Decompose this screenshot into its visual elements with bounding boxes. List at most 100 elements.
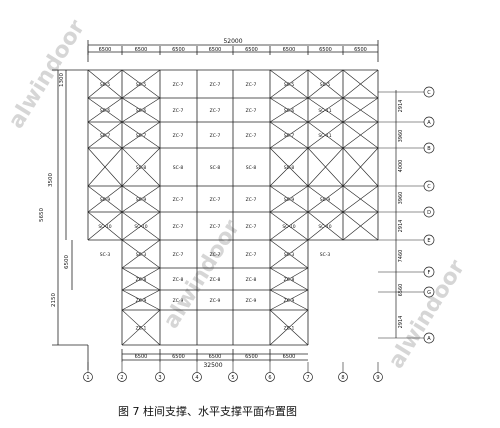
brace-label: ZC-7 [246,197,257,203]
top-bay-dim: 6500 [172,47,185,53]
brace-label: SC-9 [284,197,295,203]
brace-diagonal [342,147,379,187]
brace-label: SC-3 [320,252,331,258]
col-axis-bubble [155,372,165,382]
structural-grid [87,69,379,346]
brace-diagonal [87,69,123,99]
right-dim-text: 3960 [398,192,404,205]
brace-label: ZC-7 [246,133,257,139]
top-bay-dim: 6500 [99,47,112,53]
col-axis-bubble [228,372,238,382]
brace-diagonal [307,121,344,149]
row-axis-bubble [423,180,435,192]
brace-diagonal [269,121,309,149]
right-dim-text: 2914 [398,316,404,329]
col-axis-bubble [338,372,348,382]
cross-bracing [87,69,379,346]
left-dim-4: 2150 [51,293,57,307]
bottom-bay-dim: 6500 [135,354,148,360]
brace-diagonal [307,147,344,187]
brace-label: SC-7 [100,133,111,139]
brace-label: SC-3 [136,252,147,258]
row-axis-label: E [427,238,430,244]
bottom-bay-dim: 6500 [245,354,258,360]
brace-diagonal [121,147,161,187]
top-bay-dim: 6500 [245,47,258,53]
row-axis-bubble [423,286,435,298]
brace-diagonal [269,211,309,241]
brace-label: ZC-8 [210,277,221,283]
row-axis-label: D [427,210,431,216]
brace-label: ZC-8 [136,277,147,283]
brace-label: SC-8 [284,165,295,171]
right-dim-text: 2914 [398,220,404,233]
watermark-1: alwindoor [4,16,90,133]
watermark-2: alwindoor [159,216,245,333]
brace-diagonal [307,185,344,213]
brace-label: ZC-7 [173,133,184,139]
row-axis-label: C [427,184,431,190]
brace-label: ZC-7 [246,82,257,88]
top-bay-dim: 6500 [283,47,296,53]
brace-label: ZC-9 [173,298,184,304]
brace-diagonal [342,121,379,149]
top-bay-dim: 6500 [319,47,332,53]
row-axis-bubble [423,116,435,128]
brace-label: SC-11 [318,108,331,114]
col-axis-label: 9 [376,375,379,381]
right-dim-text: 7460 [398,250,404,263]
brace-label: ZC-7 [210,108,221,114]
brace-label: SC-7 [136,133,147,139]
brace-diagonal [121,309,161,346]
brace-label: ZC-7 [246,252,257,258]
brace-label: SC-7 [284,133,295,139]
brace-label: SC-3 [100,252,111,258]
brace-label: ZC-9 [210,298,221,304]
brace-diagonal [269,185,309,213]
bottom-total-dimension: 32500 [203,362,222,369]
brace-label: SC-10 [318,224,331,230]
brace-label: SC-6 [136,108,147,114]
brace-label: SC-9 [100,197,111,203]
brace-diagonal [342,97,379,123]
col-axis-label: 3 [158,375,161,381]
brace-label: ZC-7 [173,82,184,88]
brace-diagonal [269,239,309,269]
row-axis-bubble [423,86,435,98]
brace-label: SC-3 [284,252,295,258]
brace-diagonal [121,267,161,291]
brace-diagonal [269,289,309,311]
brace-diagonal [87,97,123,123]
brace-label: ZC-7 [173,108,184,114]
col-axis-label: 7 [306,375,309,381]
col-axis-bubble [303,372,313,382]
brace-diagonal [121,121,161,149]
brace-label: ZC-1 [284,326,295,332]
brace-label: ZC-7 [210,252,221,258]
row-axis-bubble [423,332,435,344]
brace-diagonal [342,211,379,241]
brace-diagonal [307,69,344,99]
brace-diagonal [87,121,123,149]
brace-diagonal [121,289,161,311]
brace-label: SC-8 [173,165,184,171]
brace-label: SC-5 [320,82,331,88]
bottom-bay-dim: 6500 [172,354,185,360]
top-bay-dim: 6500 [135,47,148,53]
col-axis-label: 5 [231,375,234,381]
brace-label: ZC-8 [173,277,184,283]
col-axis-label: 2 [120,375,123,381]
col-axis-label: 4 [195,375,198,381]
brace-diagonal [269,69,309,99]
right-dim-text: 3960 [398,130,404,143]
col-axis-bubble [373,372,383,382]
brace-label: ZC-7 [210,82,221,88]
brace-diagonal [87,185,123,213]
right-dim-text: 4000 [398,160,404,173]
col-axis-bubble [192,372,202,382]
left-dim-1: 1300 [59,73,65,87]
